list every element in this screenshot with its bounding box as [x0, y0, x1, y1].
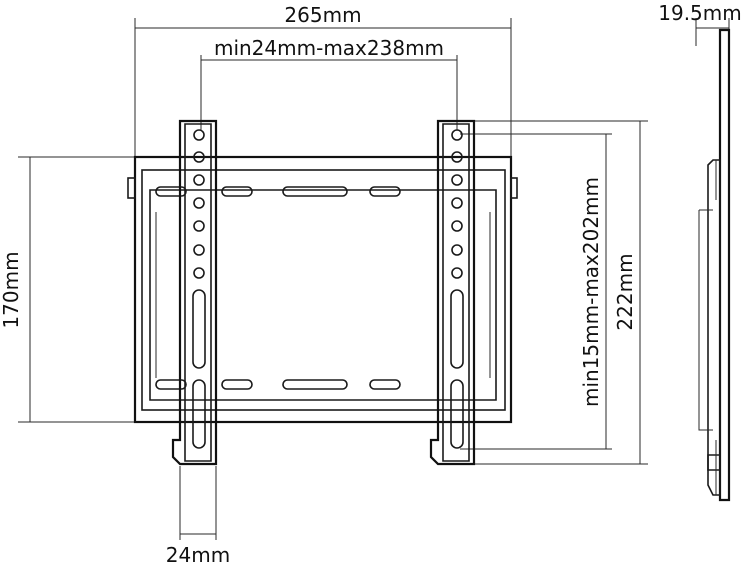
left-arm-holes: [193, 129, 205, 279]
depth-label: 19.5mm: [658, 1, 742, 25]
left-vertical-arm: [171, 119, 218, 466]
wall-plate: [127, 155, 518, 424]
right-arm-holes: [451, 129, 463, 279]
arm-width-label: 24mm: [166, 543, 230, 567]
dimension-lines: [18, 18, 730, 540]
overall-height-label: 170mm: [0, 251, 23, 328]
right-vertical-arm: [429, 119, 476, 466]
vesa-horizontal-label: min24mm-max238mm: [214, 36, 444, 60]
bottom-slots: [155, 379, 401, 390]
vesa-vertical-label: min15mm-max202mm: [579, 177, 603, 407]
top-slots: [155, 186, 401, 197]
arm-height-label: 222mm: [613, 253, 637, 330]
overall-width-label: 265mm: [284, 3, 361, 27]
side-profile: [698, 28, 731, 502]
